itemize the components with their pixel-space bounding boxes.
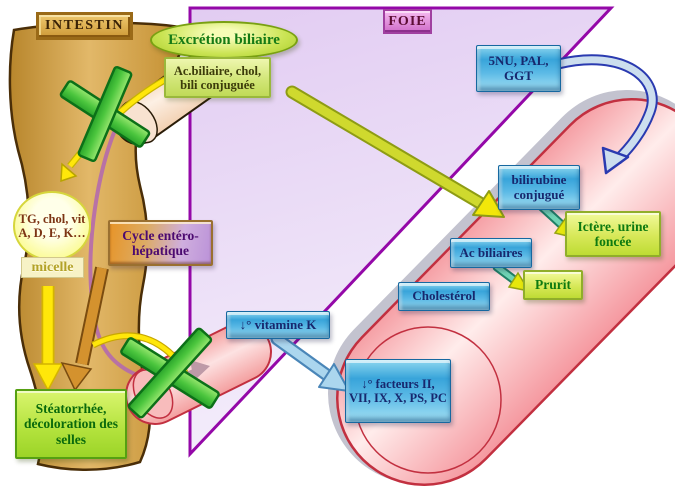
tg-chol-vitamines-circle: TG, chol, vit A, D, E, K… [13,191,91,261]
cycle-entero-hepatique-box: Cycle entéro-hépatique [108,220,213,266]
excretion-biliaire-ellipse: Excrétion biliaire [150,21,298,59]
blocked-cross-upper [59,65,151,163]
ictere-box: Ictère, urine foncée [565,211,661,257]
intestin-header: INTESTIN [36,12,133,40]
fat-malabsorption-arrow-orange [60,266,109,392]
enzyme-release-arrow [556,54,658,175]
facteurs-box: ↓° facteurs II, VII, IX, X, PS, PC [345,359,451,423]
bile-backflow-arrow [285,85,505,218]
cholesterol-box: Cholestérol [398,282,490,311]
enzymes-box: 5NU, PAL, GGT [476,45,561,92]
blocked-cross-lower [120,327,220,419]
fat-malabsorption-arrow-yellow [32,286,64,392]
ac-biliaires-box: Ac biliaires [450,238,532,268]
steatorrhee-box: Stéatorrhée, décoloration des selles [15,389,127,459]
bilirubine-conjugue-box: bilirubine conjugué [498,165,580,210]
ac-biliaire-box: Ac.biliaire, chol, bili conjuguée [164,57,271,98]
foie-header: FOIE [383,9,432,34]
vitk-to-factors-arrow [270,332,350,392]
micelle-label: micelle [21,257,84,278]
vitamine-k-box: ↓° vitamine K [226,311,330,339]
prurit-box: Prurit [523,270,583,300]
